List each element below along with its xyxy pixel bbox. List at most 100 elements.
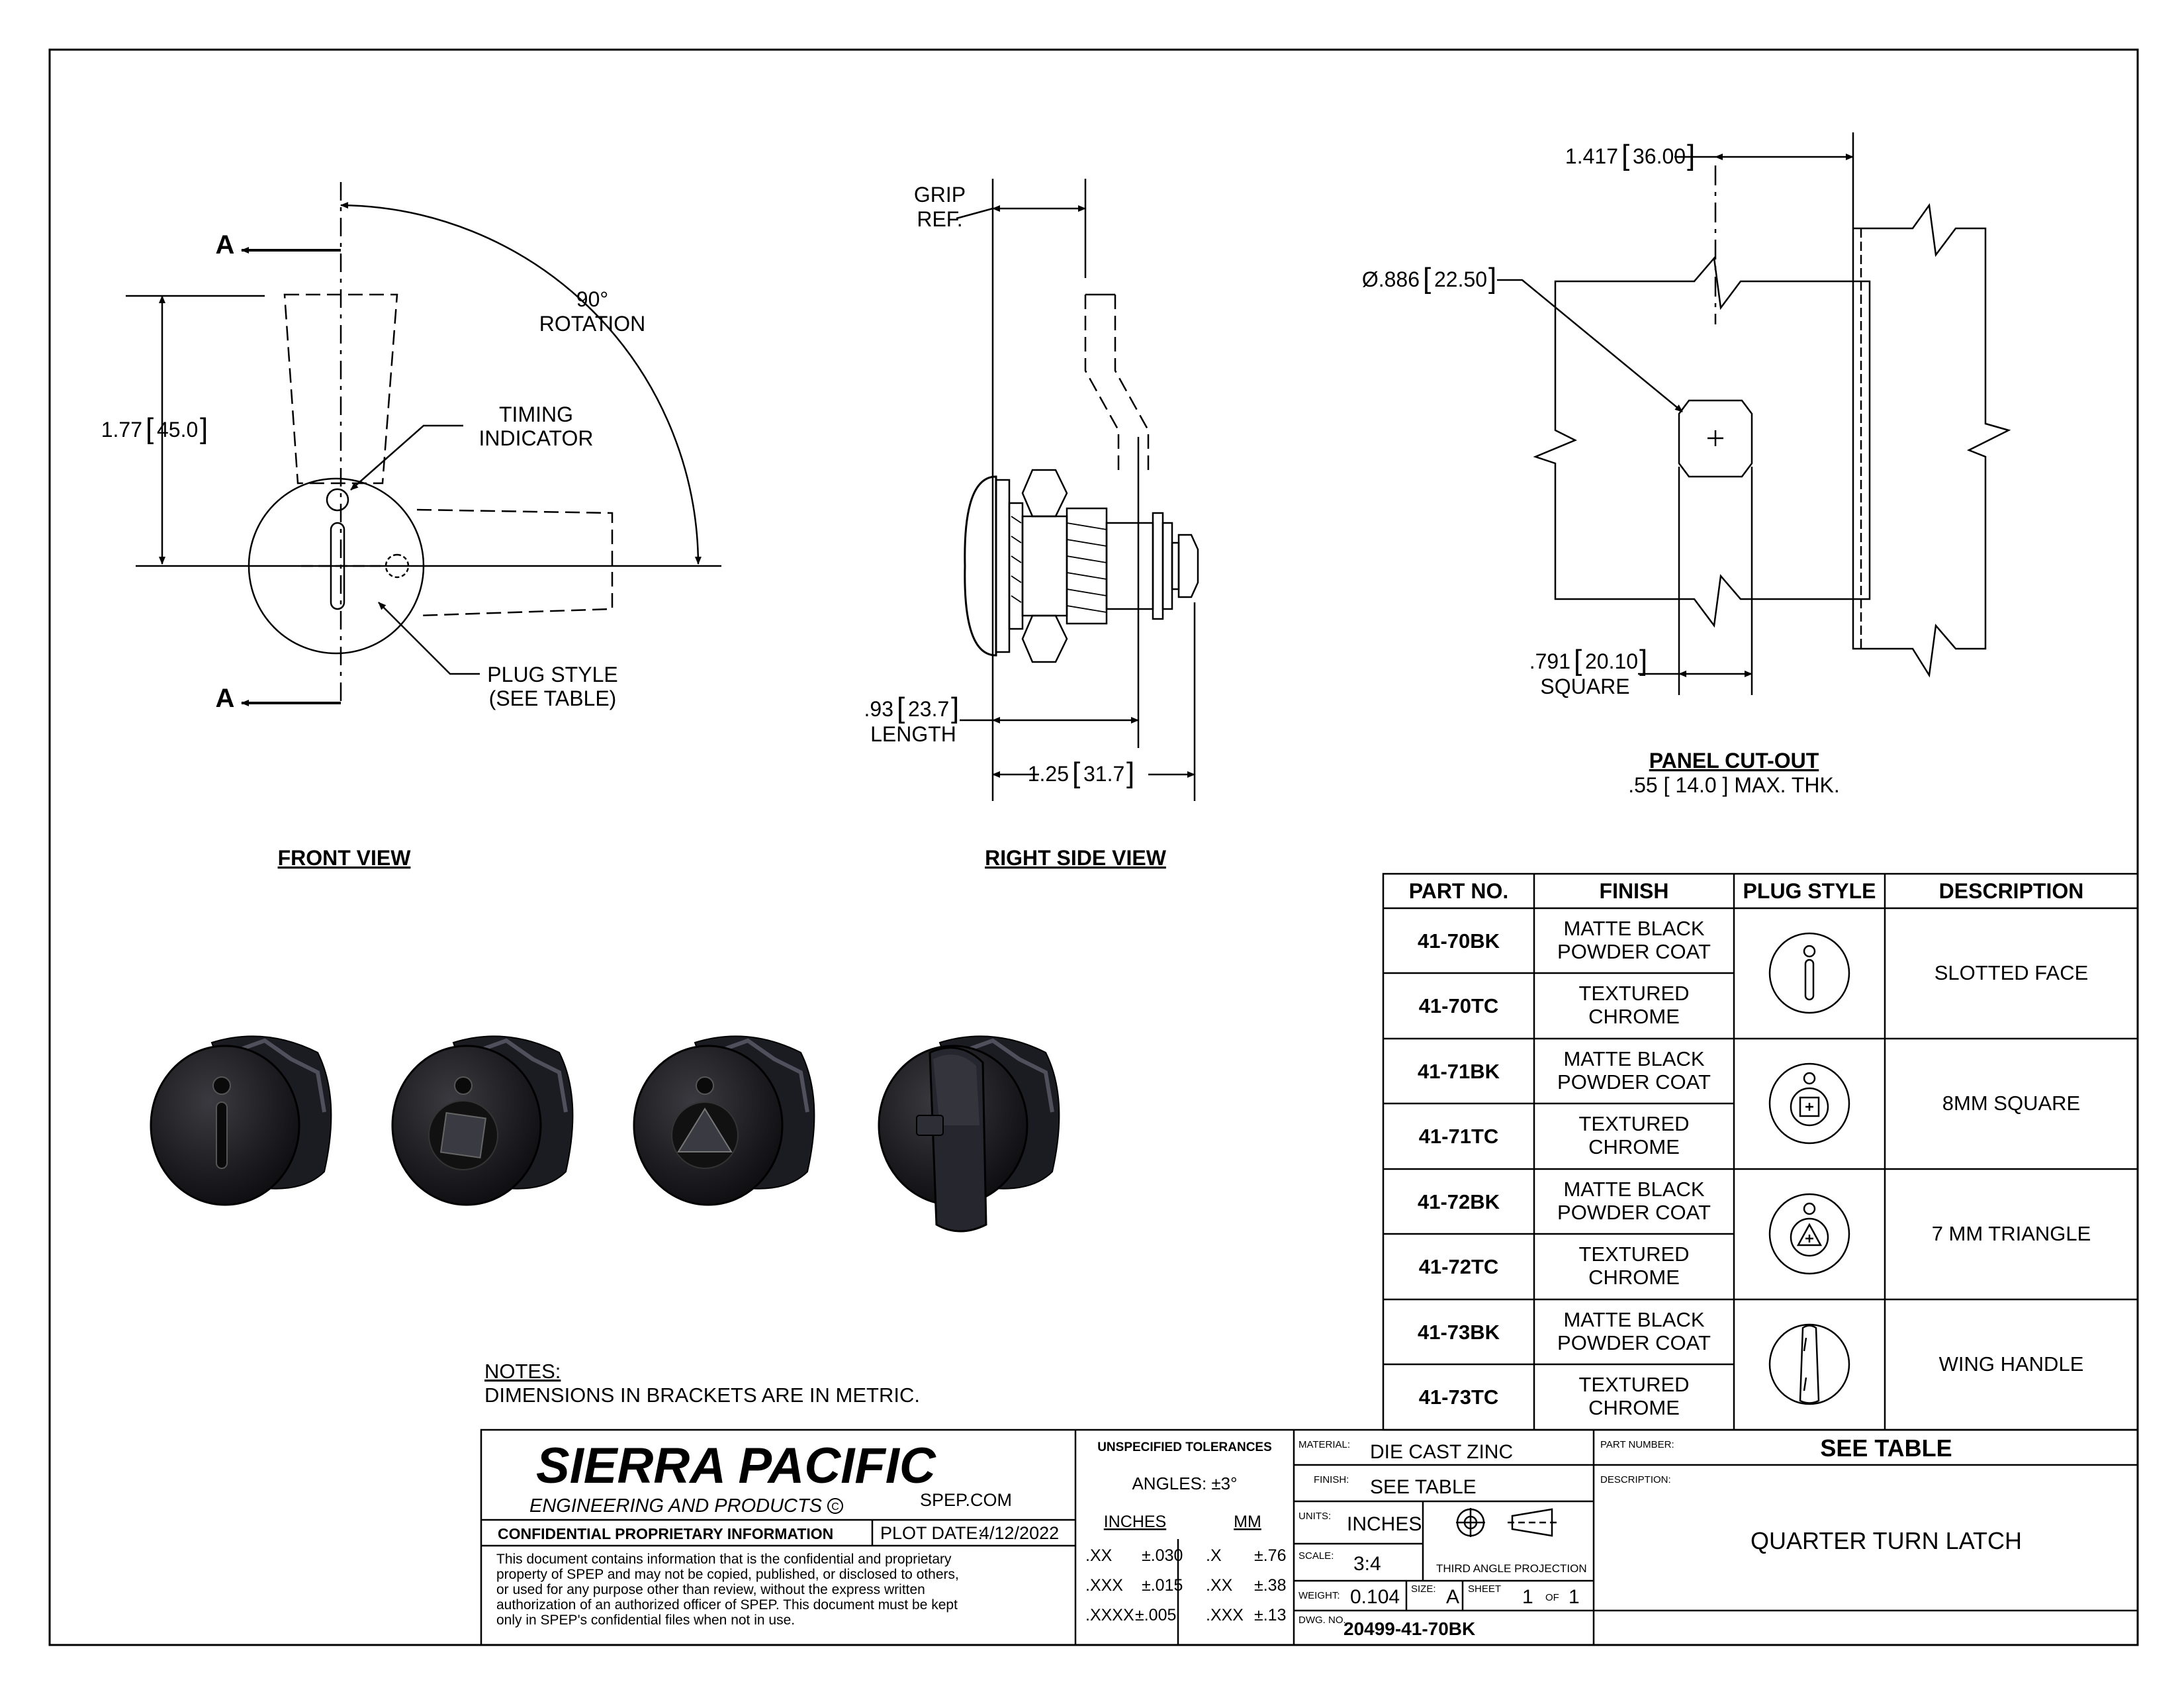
finish-cell: CHROME: [1588, 1135, 1680, 1158]
weight-label: WEIGHT:: [1298, 1590, 1340, 1601]
description-cell: WING HANDLE: [1939, 1352, 2084, 1376]
cutout-hole: [1678, 399, 1753, 478]
angles-tolerance: ANGLES: ±3°: [1132, 1474, 1237, 1493]
size-label: SIZE:: [1411, 1583, 1436, 1595]
finish-label: FINISH:: [1314, 1474, 1349, 1485]
table-header-part: PART NO.: [1409, 879, 1509, 903]
scale-label: SCALE:: [1298, 1550, 1334, 1562]
section-marker-top: A: [216, 230, 235, 259]
side-view: [956, 179, 1199, 801]
head-dome: [964, 475, 997, 657]
height-dim-mm: 45.0: [157, 418, 198, 442]
wing-plug-icon: [1768, 1323, 1850, 1405]
units-value: INCHES: [1347, 1513, 1422, 1535]
disclaimer-line: property of SPEP and may not be copied, …: [496, 1567, 959, 1582]
offset-dim: 1.417: [1565, 144, 1618, 168]
svg-text:.XX: .XX: [1206, 1576, 1233, 1595]
svg-text:.X: .X: [1206, 1546, 1222, 1565]
cam-plate: [1152, 512, 1164, 620]
description-value: QUARTER TURN LATCH: [1751, 1527, 2022, 1554]
threads: [1011, 516, 1107, 613]
finish-cell: CHROME: [1588, 1266, 1680, 1289]
title-block: SIERRA PACIFIC ENGINEERING AND PRODUCTS …: [480, 1429, 2139, 1646]
weight-value: 0.104: [1350, 1586, 1400, 1608]
svg-text:±.005: ±.005: [1135, 1606, 1176, 1624]
svg-text:.XX: .XX: [1085, 1546, 1113, 1565]
svg-text:[: [: [1621, 139, 1629, 171]
mm-label: MM: [1234, 1513, 1261, 1531]
timing-hole: [326, 488, 349, 512]
table-rows: 41-70BK 41-70TC MATTE BLACK POWDER COAT …: [1418, 917, 2091, 1419]
height-dim: 1.77: [101, 418, 142, 442]
overall-dim: 1.25: [1028, 762, 1069, 786]
finish-cell: MATTE BLACK: [1563, 1308, 1704, 1331]
square-dim: .791: [1529, 649, 1570, 673]
timing-label-1: TIMING: [499, 402, 573, 426]
size-value: A: [1446, 1586, 1459, 1608]
nut-body: [1021, 515, 1068, 617]
inches-label: INCHES: [1104, 1513, 1166, 1531]
units-label: UNITS:: [1298, 1511, 1331, 1522]
part-no: 41-72TC: [1419, 1255, 1499, 1278]
projection-symbol: [1456, 1508, 1557, 1537]
nut-bottom: [1021, 614, 1068, 663]
part-no: 41-70BK: [1418, 929, 1500, 953]
rotation-label-2: ROTATION: [539, 312, 646, 336]
triangle-plug-icon: [1768, 1193, 1850, 1275]
svg-text:[: [: [897, 692, 905, 724]
description-cell: SLOTTED FACE: [1934, 961, 2089, 984]
panel-cutout-labels: 1.417 [ 36.00 ] Ø.886 [ 22.50 ] .791 [ 2…: [1362, 139, 1840, 797]
part-no: 41-71BK: [1418, 1060, 1500, 1083]
finish-cell: MATTE BLACK: [1563, 1178, 1704, 1201]
finish-cell: TEXTURED: [1578, 1112, 1689, 1135]
product-renders: [150, 1035, 1060, 1233]
sheet-label: SHEET: [1468, 1583, 1501, 1595]
plug-label-1: PLUG STYLE: [487, 663, 617, 686]
company-tagline: ENGINEERING AND PRODUCTS: [529, 1495, 823, 1517]
svg-text:±.76: ±.76: [1254, 1546, 1286, 1565]
grip-label-2: REF.: [917, 207, 962, 231]
side-view-title: RIGHT SIDE VIEW: [985, 846, 1167, 870]
render-slotted-face: [150, 1035, 332, 1206]
offset-dim-mm: 36.00: [1633, 144, 1686, 168]
parts-table: PART NO. FINISH PLUG STYLE DESCRIPTION 4…: [1382, 872, 2139, 1431]
phantom-lever-right: [416, 508, 614, 617]
finish-cell: CHROME: [1588, 1005, 1680, 1028]
length-dim-mm: 23.7: [908, 697, 949, 721]
phantom-cam-2: [1114, 295, 1150, 477]
tolerance-rows: .XX ±.030 .X ±.76 .XXX ±.015 .XX ±.38 .X…: [1085, 1546, 1286, 1624]
panel-cutout-view: [1497, 132, 2011, 695]
render-square: [391, 1035, 574, 1206]
overall-dim-mm: 31.7: [1083, 762, 1124, 786]
finish-cell: TEXTURED: [1578, 982, 1689, 1005]
grip-label-1: GRIP: [914, 183, 966, 207]
company-website: SPEP.COM: [920, 1490, 1012, 1510]
projection-label: THIRD ANGLE PROJECTION: [1436, 1562, 1587, 1575]
svg-text:]: ]: [1639, 644, 1647, 677]
description-cell: 7 MM TRIANGLE: [1932, 1222, 2091, 1245]
disclaimer-line: or used for any purpose other than revie…: [496, 1582, 925, 1597]
front-view-labels: A A 90° ROTATION TIMING INDICATOR PLUG S…: [101, 230, 646, 870]
timing-leader: [350, 424, 463, 491]
part-no: 41-72BK: [1418, 1190, 1500, 1213]
plug-icons: [1768, 932, 1850, 1405]
length-dim: .93: [864, 697, 893, 721]
svg-text:.XXXX: .XXXX: [1085, 1606, 1134, 1624]
svg-text:±.38: ±.38: [1254, 1576, 1286, 1595]
disclaimer: This document contains information that …: [496, 1552, 959, 1628]
table-header-finish: FINISH: [1600, 879, 1669, 903]
part-number-value: SEE TABLE: [1820, 1434, 1952, 1462]
svg-text:]: ]: [1126, 757, 1134, 789]
timing-label-2: INDICATOR: [478, 426, 593, 450]
part-no: 41-73TC: [1419, 1385, 1499, 1409]
svg-text:±.030: ±.030: [1142, 1546, 1183, 1565]
svg-text:[: [: [146, 412, 154, 445]
svg-text:C: C: [831, 1501, 839, 1513]
finish-cell: TEXTURED: [1578, 1373, 1689, 1396]
copyright-icon: C: [827, 1498, 843, 1514]
part-no: 41-71TC: [1419, 1125, 1499, 1148]
finish-cell: POWDER COAT: [1557, 1070, 1711, 1094]
square-label: SQUARE: [1540, 675, 1629, 698]
panel-cutout-title: PANEL CUT-OUT: [1649, 749, 1819, 773]
plot-date-label: PLOT DATE:: [880, 1523, 983, 1543]
